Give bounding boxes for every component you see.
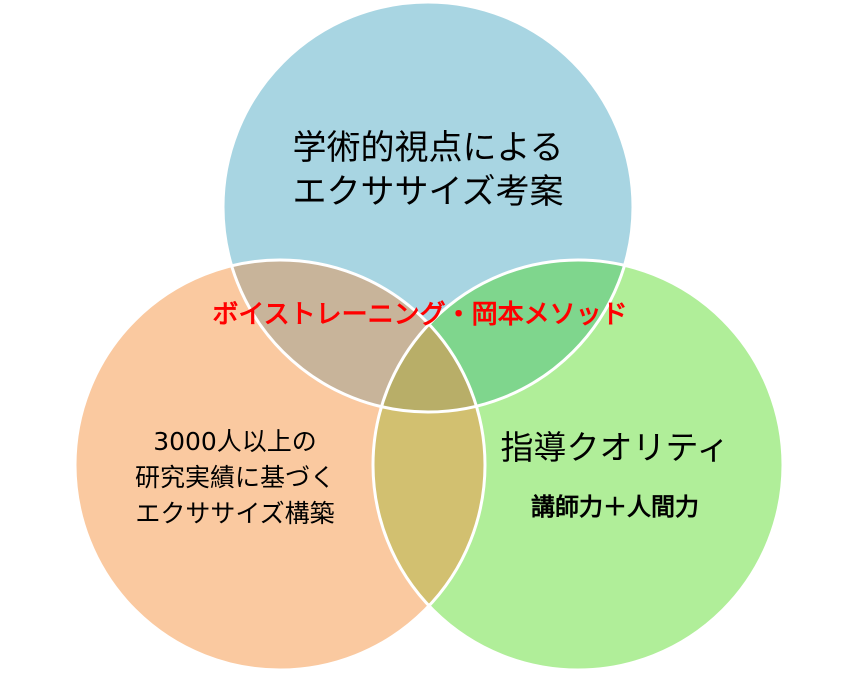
left-circle-line-1: 3000人以上の xyxy=(153,427,317,456)
top-circle-label: 学術的視点による エクササイズ考案 xyxy=(258,126,598,214)
right-circle-title: 指導クオリティ xyxy=(500,428,730,467)
left-circle-line-2: 研究実績に基づく xyxy=(134,463,335,492)
left-circle-line-3: エクササイズ構築 xyxy=(135,499,335,528)
left-circle-label: 3000人以上の 研究実績に基づく エクササイズ構築 xyxy=(100,424,370,532)
top-circle-outline xyxy=(221,0,635,414)
right-circle-outline xyxy=(371,258,785,672)
top-left-overlap xyxy=(223,260,485,412)
top-circle-line-2: エクササイズ考案 xyxy=(292,172,564,212)
center-method-label: ボイストレーニング・岡本メソッド xyxy=(212,300,628,330)
left-circle-outline xyxy=(73,258,487,672)
right-circle-subtitle: 講師力＋人間力 xyxy=(531,493,699,521)
top-right-overlap xyxy=(373,260,633,412)
top-circle-line-1: 学術的視点による xyxy=(292,128,564,168)
